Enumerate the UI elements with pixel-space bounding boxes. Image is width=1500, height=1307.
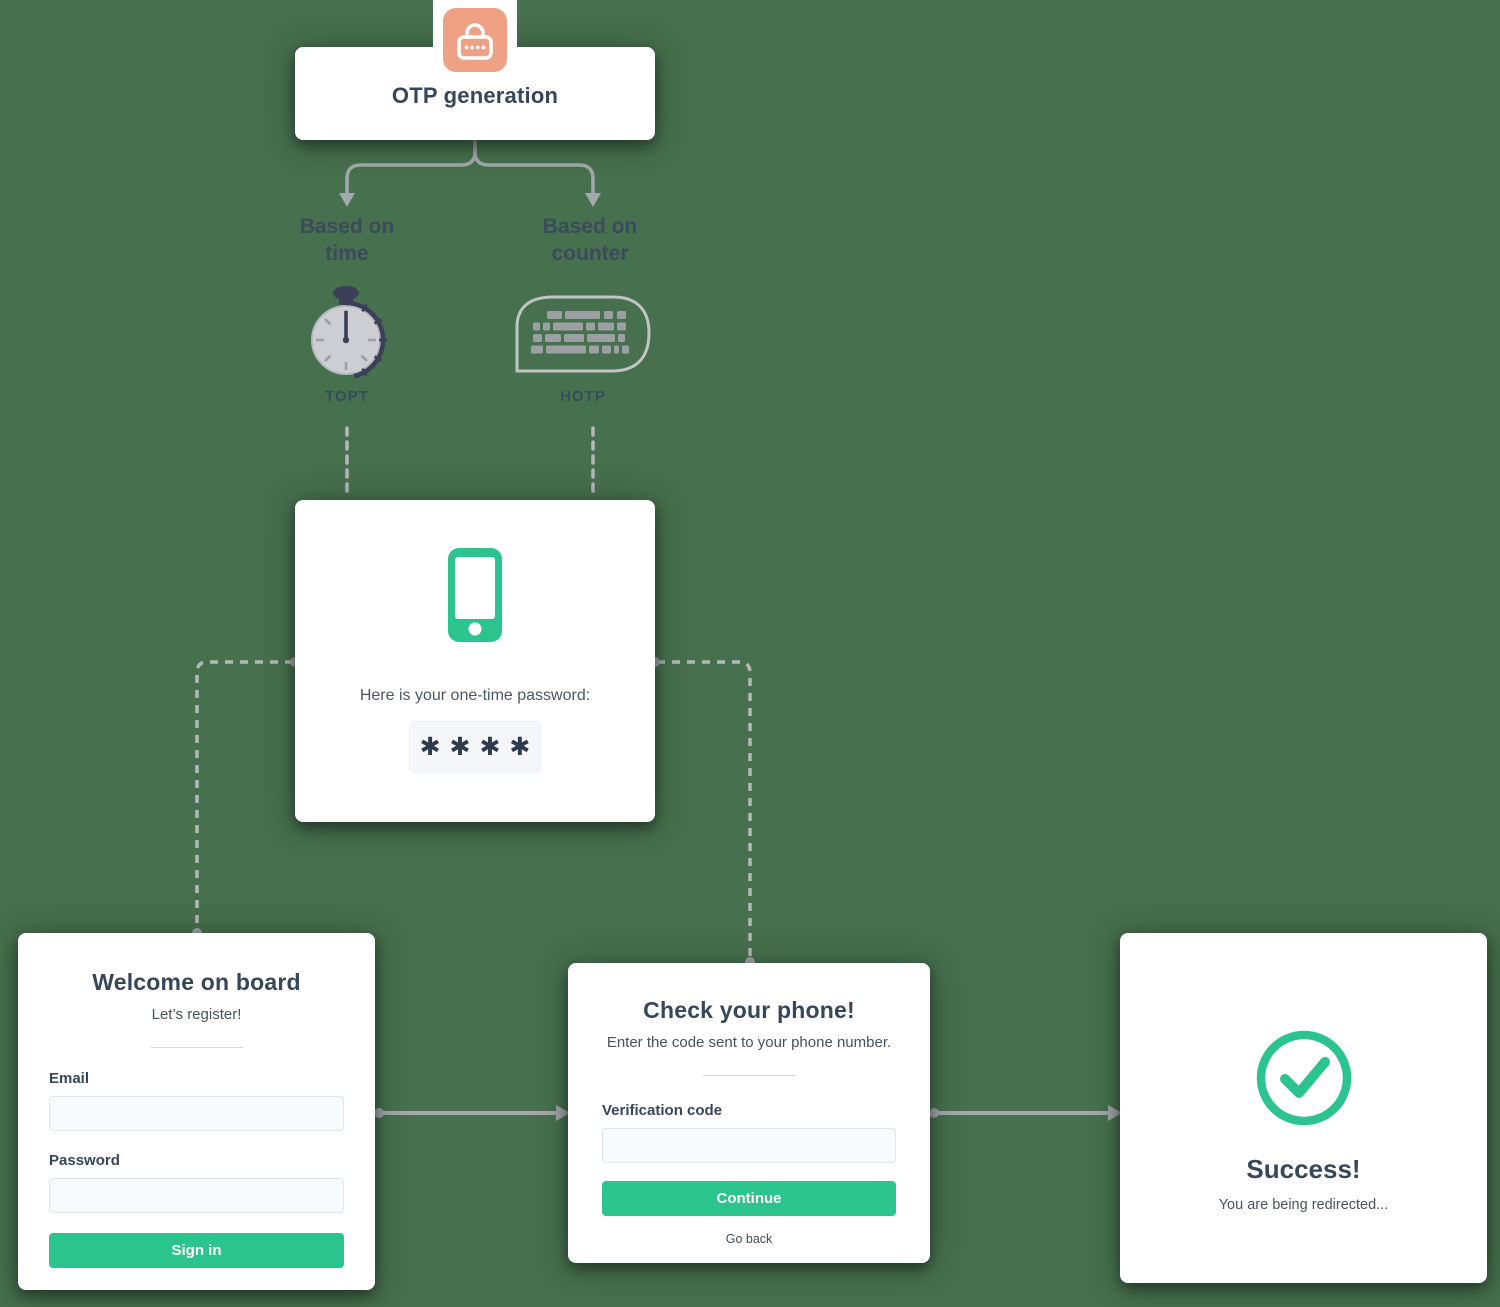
continue-button[interactable]: Continue: [602, 1181, 896, 1216]
method-label-totp: TOPT: [325, 388, 369, 405]
sign-in-button[interactable]: Sign in: [49, 1233, 344, 1268]
email-label: Email: [49, 1070, 90, 1087]
register-title: Welcome on board: [92, 969, 301, 995]
otp-code-masked: ✱✱✱✱: [419, 733, 540, 761]
verify-subtitle: Enter the code sent to your phone number…: [606, 1034, 892, 1051]
divider: [703, 1075, 795, 1076]
arrowhead-down-left: [339, 193, 355, 207]
branch-label-time: Based on time: [299, 215, 395, 266]
success-card: Success! You are being redirected...: [1120, 933, 1487, 1283]
otp-code-box: ✱✱✱✱: [409, 721, 541, 773]
success-title: Success!: [1246, 1154, 1361, 1184]
lock-icon-glyph: [457, 23, 493, 60]
verification-code-label: Verification code: [602, 1102, 723, 1119]
register-card: Welcome on board Let’s register! Email P…: [18, 933, 375, 1290]
otp-password-card: Here is your one-time password: ✱✱✱✱: [295, 500, 655, 822]
stopwatch-icon: [306, 286, 387, 380]
keyboard-icon: [515, 295, 651, 373]
verification-code-field[interactable]: [602, 1128, 896, 1163]
otp-to-register-dashed-connector: [195, 660, 293, 930]
connector-node: [929, 1108, 939, 1118]
branch-connector-right: [473, 140, 595, 194]
arrowhead-down-right: [585, 193, 601, 207]
otp-to-verify-dashed-connector: [657, 660, 752, 960]
phone-icon: [448, 548, 502, 642]
register-subtitle: Let’s register!: [151, 1006, 242, 1023]
branch-connector-left: [345, 140, 477, 194]
lock-icon: [443, 8, 507, 72]
check-circle-icon: [1256, 1030, 1351, 1126]
verify-card: Check your phone! Enter the code sent to…: [568, 963, 930, 1263]
branch-label-counter: Based on counter: [542, 215, 638, 266]
method-label-hotp: HOTP: [560, 388, 606, 405]
otp-generation-title: OTP generation: [391, 83, 559, 108]
email-field[interactable]: [49, 1096, 344, 1131]
go-back-link[interactable]: Go back: [725, 1232, 773, 1246]
verify-title: Check your phone!: [643, 997, 855, 1023]
password-label: Password: [49, 1152, 120, 1169]
otp-message: Here is your one-time password:: [359, 687, 591, 704]
success-subtitle: You are being redirected...: [1218, 1197, 1389, 1213]
connector-node: [374, 1108, 384, 1118]
password-field[interactable]: [49, 1178, 344, 1213]
divider: [150, 1047, 243, 1048]
